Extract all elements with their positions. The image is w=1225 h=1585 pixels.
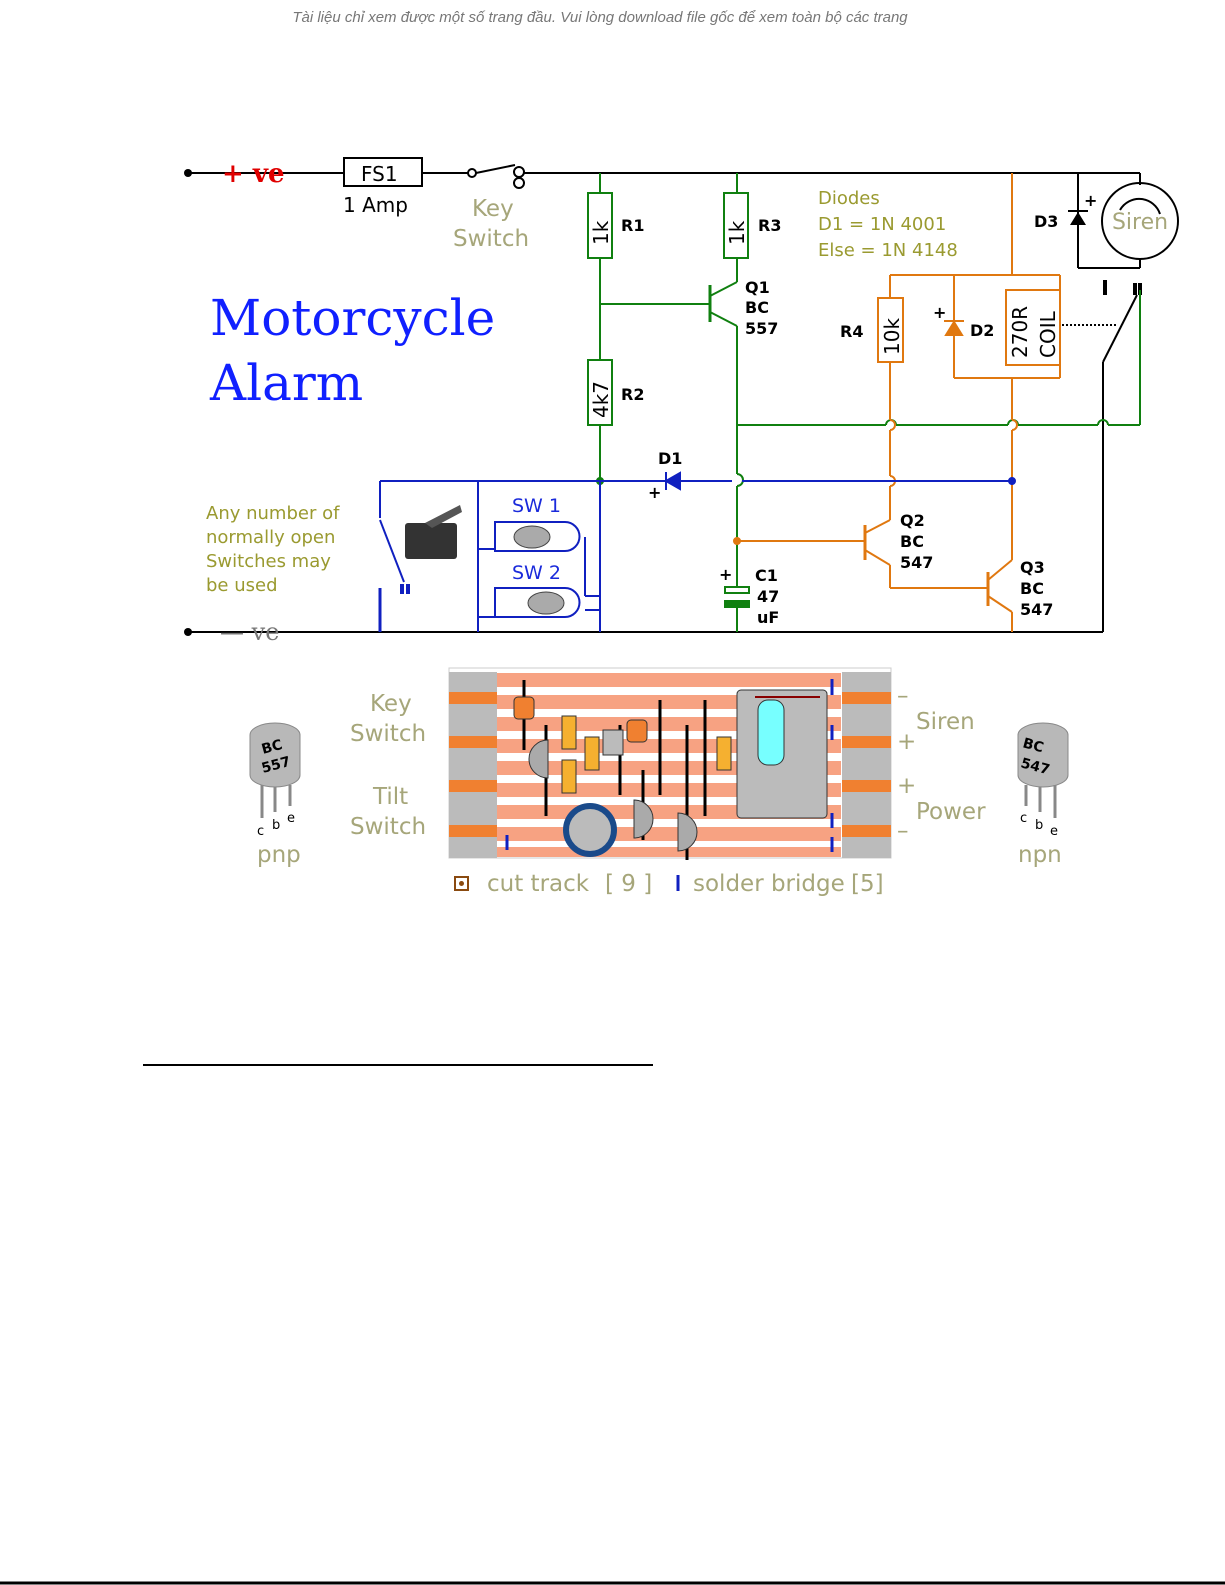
switch-note-1: Any number of: [206, 503, 340, 524]
d1-symbol: [663, 471, 681, 491]
sw2-symbol: [494, 587, 581, 618]
sw1-symbol: [494, 521, 581, 552]
c1-footprint: [563, 803, 617, 857]
positive-supply-label: + ve: [222, 159, 285, 189]
switch-note-3: Switches may: [206, 551, 331, 572]
key-switch-symbol: [475, 164, 516, 174]
switch-note-2: normally open: [206, 527, 335, 548]
c1-symbol: [724, 600, 750, 608]
relay-label-2: COIL: [1036, 310, 1060, 358]
diodes-else-note: Else = 1N 4148: [818, 240, 958, 261]
c1-value: 47: [757, 587, 779, 606]
watermark: Tài liệu chỉ xem được một số trang đầu. …: [292, 9, 908, 26]
npn-transistor-image: [1017, 722, 1069, 818]
r4-label: R4: [840, 322, 863, 341]
stripboard-key-label-2: Switch: [350, 721, 426, 747]
cut-track-count: [ 9 ]: [605, 871, 652, 897]
d2-plus-sign: +: [933, 303, 946, 322]
sw1-label: SW 1: [512, 495, 561, 517]
r1-value: 1k: [589, 220, 613, 245]
r1-label: R1: [621, 216, 644, 235]
schematic: [184, 157, 1179, 636]
npn-pin-c: c: [1020, 811, 1027, 826]
d2-symbol: [944, 320, 964, 336]
fuse-name: FS1: [361, 162, 398, 186]
q3-label: Q3: [1020, 558, 1045, 577]
q1-type1: BC: [745, 298, 769, 317]
siren-symbol: [1101, 182, 1179, 260]
r3-value: 1k: [725, 220, 749, 245]
stripboard-tilt-label-1: Tilt: [372, 784, 408, 810]
pnp-marking-1: BC: [260, 737, 284, 758]
sw2-label: SW 2: [512, 562, 561, 584]
q2-label: Q2: [900, 511, 925, 530]
q3-type1: BC: [1020, 579, 1044, 598]
pnp-label: pnp: [257, 842, 301, 868]
npn-pin-b: b: [1035, 818, 1043, 833]
d1-label: D1: [658, 449, 682, 468]
d2-label: D2: [970, 321, 994, 340]
diodes-heading: Diodes: [818, 188, 880, 209]
siren-label: Siren: [1112, 210, 1168, 235]
diodes-d1-note: D1 = 1N 4001: [818, 214, 946, 235]
pnp-pin-b: b: [272, 818, 280, 833]
q1-type2: 557: [745, 319, 778, 338]
r3-label: R3: [758, 216, 781, 235]
stripboard-tilt-label-2: Switch: [350, 814, 426, 840]
c1-label: C1: [755, 566, 778, 585]
pnp-pin-c: c: [257, 824, 264, 839]
r2-value: 4k7: [589, 381, 613, 418]
power-minus: –: [897, 818, 909, 844]
negative-supply-label: — ve: [220, 618, 279, 646]
d3-plus-sign: +: [1084, 191, 1097, 210]
d3-label: D3: [1034, 212, 1058, 231]
solder-bridge-label: solder bridge: [693, 871, 845, 897]
relay-coil-symbol: [1005, 289, 1061, 366]
npn-pin-e: e: [1050, 824, 1058, 839]
q2-type2: 547: [900, 553, 933, 572]
npn-marking-1: BC: [1021, 735, 1045, 756]
stripboard-key-label-1: Key: [370, 691, 412, 717]
solder-bridge-count: [5]: [851, 871, 884, 897]
title-line-1: Motorcycle: [210, 289, 495, 347]
stripboard-siren-label: Siren: [916, 709, 975, 735]
pnp-pin-e: e: [287, 811, 295, 826]
key-switch-label-2: Switch: [453, 226, 529, 252]
siren-minus: –: [897, 683, 909, 709]
power-plus: +: [897, 773, 916, 799]
cut-track-label: cut track: [487, 871, 590, 897]
siren-plus: +: [897, 729, 916, 755]
npn-label: npn: [1018, 842, 1062, 868]
key-switch-label-1: Key: [472, 196, 514, 222]
stripboard-power-label: Power: [916, 799, 986, 825]
d1-plus-sign: +: [648, 483, 661, 502]
d3-symbol: [1070, 212, 1086, 225]
switch-note-4: be used: [206, 575, 278, 596]
r2-label: R2: [621, 385, 644, 404]
tilt-switch-symbol: [379, 519, 405, 583]
relay-label-1: 270R: [1008, 306, 1032, 358]
fuse-rating: 1 Amp: [343, 193, 408, 217]
npn-marking-2: 547: [1019, 755, 1051, 778]
microswitch-image: [405, 505, 462, 559]
q3-type2: 547: [1020, 600, 1053, 619]
q1-label: Q1: [745, 278, 770, 297]
pnp-transistor-image: [249, 722, 301, 818]
r4-value: 10k: [880, 318, 904, 355]
pnp-marking-2: 557: [260, 754, 292, 777]
q2-type1: BC: [900, 532, 924, 551]
c1-plus-sign: +: [719, 565, 732, 584]
title-line-2: Alarm: [209, 354, 363, 412]
c1-unit: uF: [757, 608, 779, 627]
stripboard-layout: [448, 667, 892, 860]
